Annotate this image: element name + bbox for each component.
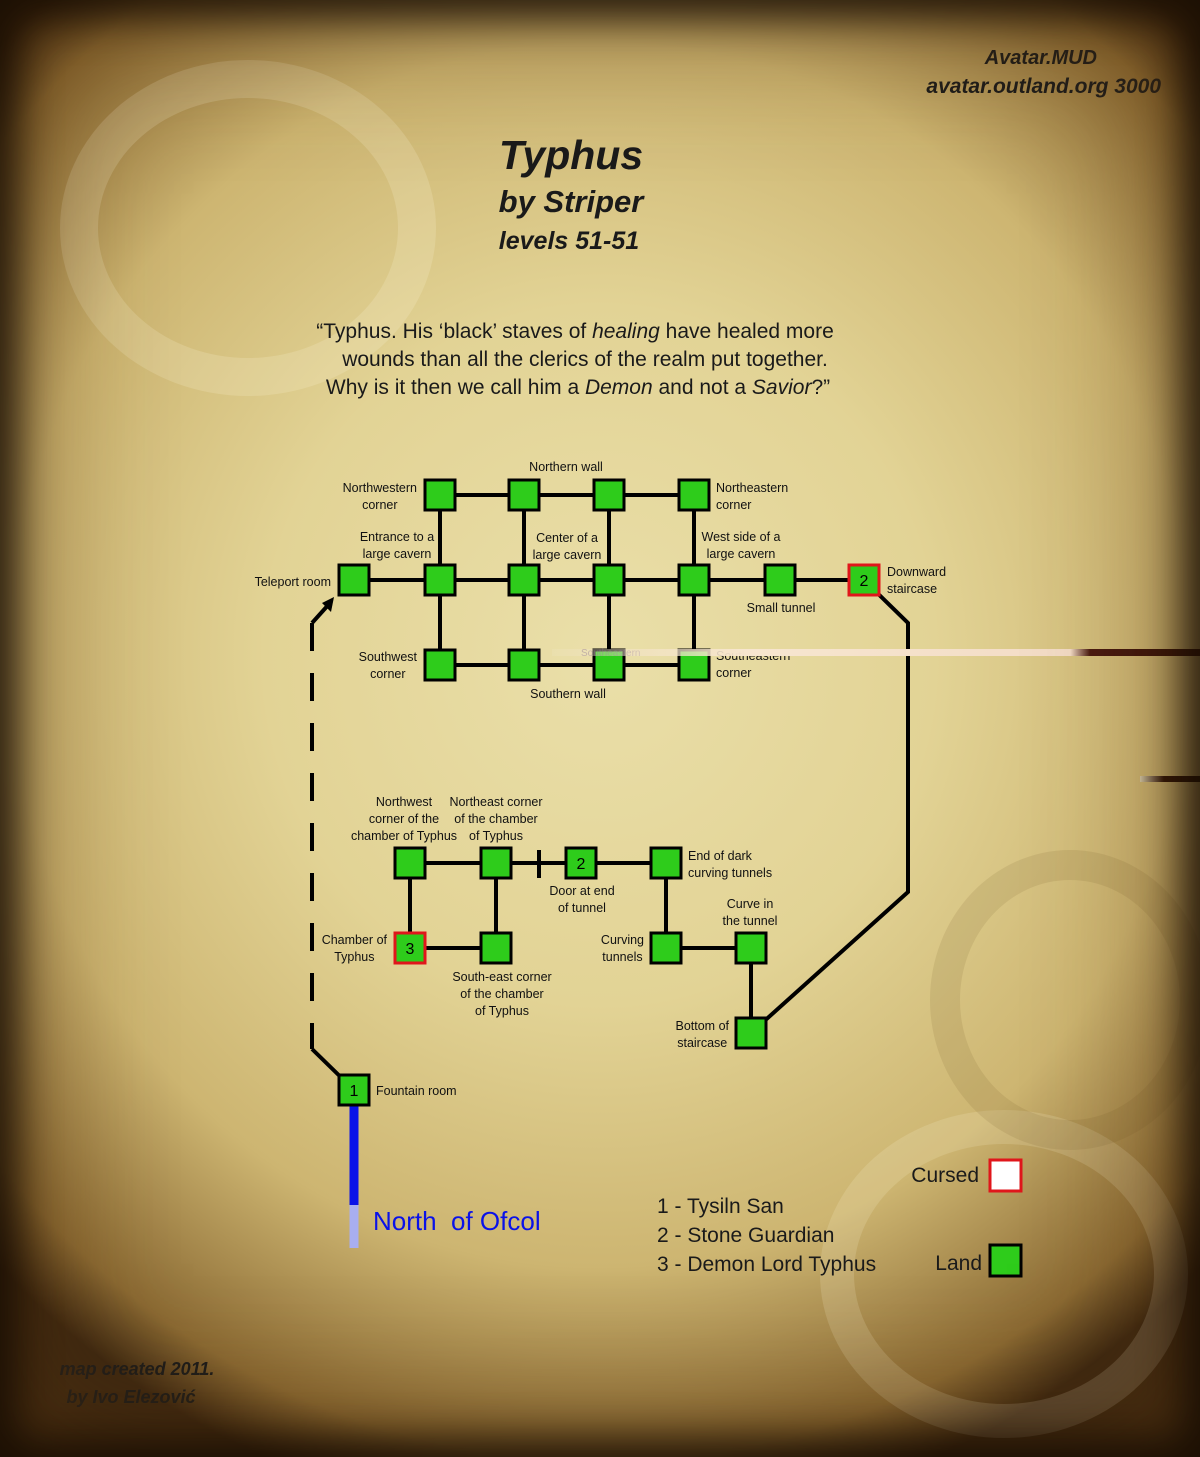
label-se-chamber: South-east corner of the chamber of Typh… xyxy=(452,970,552,1018)
room-chamber-typhus xyxy=(393,931,427,965)
rooms: 2 2 3 1 xyxy=(337,478,881,1107)
label-northwestern-corner: Northwestern corner xyxy=(342,481,417,512)
quote-text: “Typhus. His ‘black’ staves of xyxy=(316,320,593,343)
legend-land-box xyxy=(988,1243,1023,1278)
room-center-cavern xyxy=(592,563,626,597)
quote-text: and not a xyxy=(652,376,752,399)
room-number-door-tunnel: 2 xyxy=(577,856,586,873)
room-cavern-west xyxy=(507,563,541,597)
label-entrance-cavern: Entrance to a large cavern xyxy=(359,530,435,561)
legend-cursed-label: Cursed xyxy=(911,1164,979,1187)
label-teleport-room: Teleport room xyxy=(254,575,331,589)
credit-date: map created 2011. xyxy=(59,1359,215,1379)
label-center-cavern: Center of a large cavern xyxy=(532,531,602,562)
legend-land-label: Land xyxy=(935,1252,982,1275)
room-se-chamber xyxy=(479,931,513,965)
scan-artifact-bar xyxy=(1140,776,1200,782)
label-northern-wall: Northern wall xyxy=(529,460,603,474)
quote-emphasis: Savior xyxy=(751,376,812,399)
room-downward-staircase xyxy=(847,563,881,597)
label-nw-chamber: Northwest corner of the chamber of Typhu… xyxy=(350,795,458,843)
room-fountain-room xyxy=(337,1073,371,1107)
room-small-tunnel xyxy=(763,563,797,597)
label-curve-tunnel: Curve in the tunnel xyxy=(722,897,778,928)
room-number-chamber-typhus: 3 xyxy=(406,941,415,958)
room-ne-chamber xyxy=(479,846,513,880)
label-southwest-corner: Southwest corner xyxy=(358,650,417,681)
credit-author: by Ivo Elezović xyxy=(66,1387,196,1407)
room-end-dark-tunnels xyxy=(649,846,683,880)
room-number-downward-staircase: 2 xyxy=(860,573,869,590)
mob-demon-lord-typhus: 3 - Demon Lord Typhus xyxy=(657,1253,877,1276)
room-northeastern-corner xyxy=(677,478,711,512)
scan-artifact-bar xyxy=(552,649,1200,656)
label-downward-staircase: Downward staircase xyxy=(887,565,947,596)
legend-cursed-box xyxy=(988,1158,1023,1193)
label-fountain-room: Fountain room xyxy=(376,1084,457,1098)
quote-text: have healed more xyxy=(659,320,834,343)
label-northeastern-corner: Northeastern corner xyxy=(716,481,789,512)
zone-quote-line-2: wounds than all the clerics of the realm… xyxy=(342,348,828,371)
room-southwest-corner xyxy=(423,648,457,682)
mud-address: avatar.outland.org 3000 xyxy=(926,75,1161,98)
room-number-fountain-room: 1 xyxy=(350,1083,359,1100)
label-end-dark-tunnels: End of dark curving tunnels xyxy=(688,849,773,880)
room-southern-wall-a xyxy=(507,648,541,682)
zone-quote-line-3: Why is it then we call him a Demon and n… xyxy=(326,374,830,402)
room-bottom-staircase xyxy=(734,1016,768,1050)
zone-author: by Striper xyxy=(498,184,644,219)
room-curving-tunnels xyxy=(649,931,683,965)
label-west-side-cavern: West side of a large cavern xyxy=(701,530,781,561)
room-entrance-cavern xyxy=(423,563,457,597)
room-teleport-room xyxy=(337,563,371,597)
mud-name: Avatar.MUD xyxy=(984,47,1097,69)
label-chamber-typhus: Chamber of Typhus xyxy=(321,933,387,964)
quote-text: ?” xyxy=(811,376,831,399)
label-curving-tunnels: Curving tunnels xyxy=(600,933,644,964)
staircase-exit-path xyxy=(749,578,910,1035)
room-northern-wall-a xyxy=(507,478,541,512)
zone-title: Typhus xyxy=(498,132,644,178)
mob-tysiln-san: 1 - Tysiln San xyxy=(657,1195,784,1218)
room-northwestern-corner xyxy=(423,478,457,512)
label-small-tunnel: Small tunnel xyxy=(746,601,816,615)
room-nw-chamber xyxy=(393,846,427,880)
room-west-side-cavern xyxy=(677,563,711,597)
label-ne-chamber: Northeast corner of the chamber of Typhu… xyxy=(449,795,543,843)
mob-stone-guardian: 2 - Stone Guardian xyxy=(657,1224,835,1247)
arrow-head-icon xyxy=(322,597,334,612)
zone-exit-north-of-ofcol: North of Ofcol xyxy=(373,1206,541,1236)
zone-quote-line-1: “Typhus. His ‘black’ staves of healing h… xyxy=(316,318,834,346)
quote-text: Why is it then we call him a xyxy=(325,376,585,399)
room-door-tunnel xyxy=(564,846,598,880)
zone-levels: levels 51-51 xyxy=(498,227,640,255)
quote-emphasis: Demon xyxy=(584,376,653,399)
quote-emphasis: healing xyxy=(592,320,660,343)
room-curve-tunnel xyxy=(734,931,768,965)
room-northern-wall-b xyxy=(592,478,626,512)
label-bottom-staircase: Bottom of staircase xyxy=(675,1019,730,1050)
label-door-tunnel: Door at end of tunnel xyxy=(549,884,615,915)
label-southern-wall: Southern wall xyxy=(530,687,606,701)
